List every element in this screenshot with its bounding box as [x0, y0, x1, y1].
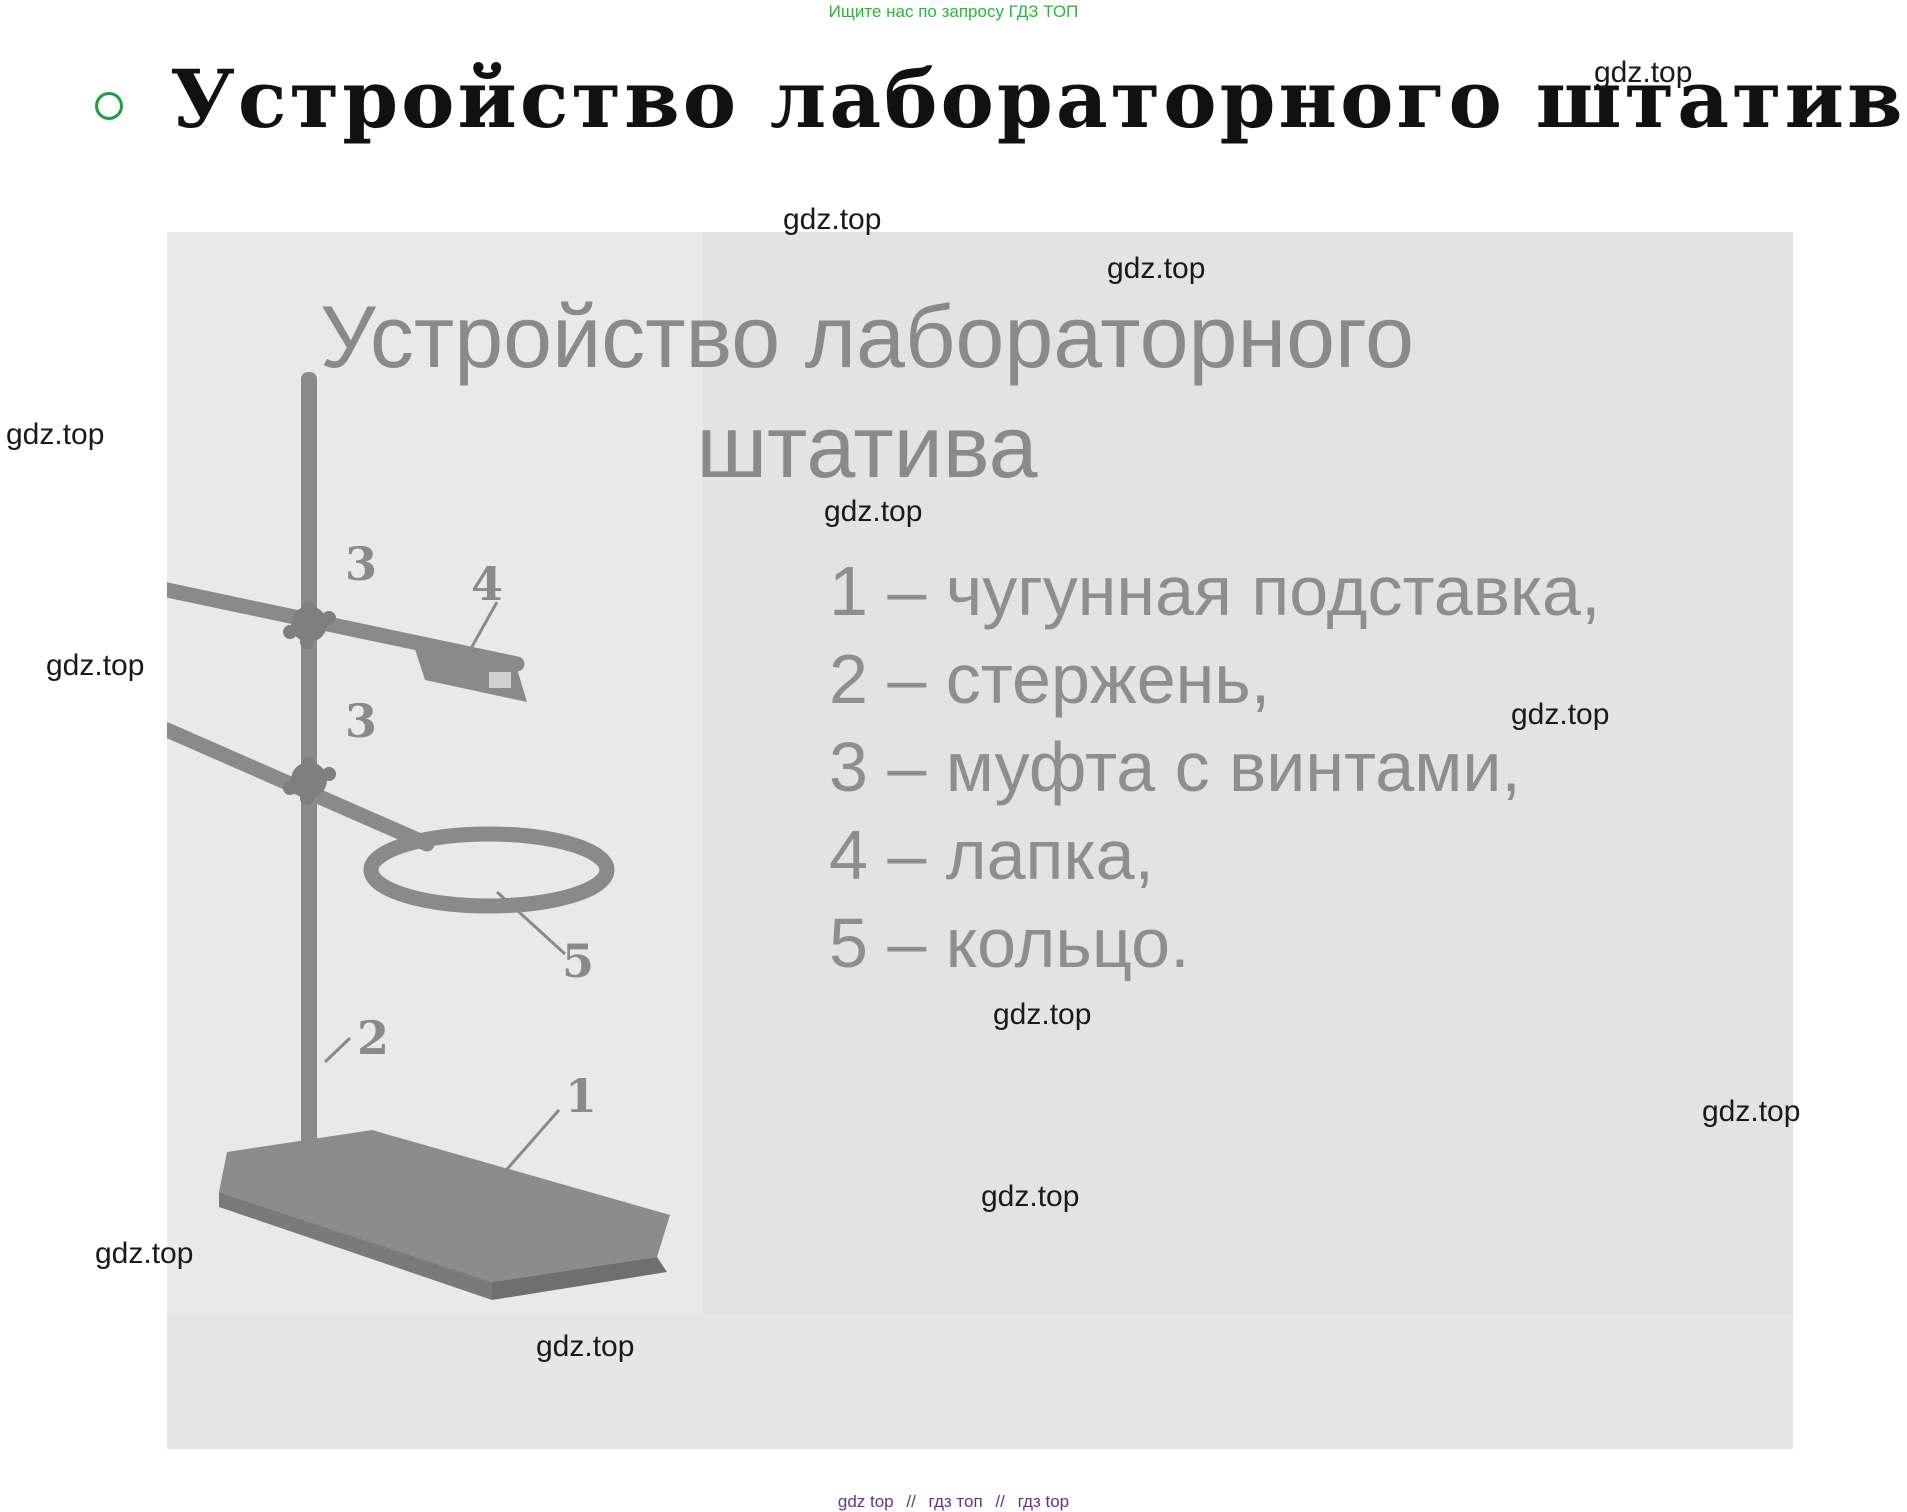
callout-leaders [323, 601, 567, 1193]
circle-bullet-icon [95, 92, 123, 120]
watermark: gdz.top [1702, 1095, 1801, 1128]
watermark: gdz.top [1511, 698, 1610, 731]
callout-5: 5 [562, 934, 594, 988]
callout-1: 1 [565, 1069, 597, 1123]
watermark: gdz.top [95, 1237, 194, 1270]
callout-2: 2 [357, 1011, 389, 1065]
legend-item-coupling: 3 – муфта с винтами, [829, 728, 1521, 806]
watermark: gdz.top [1594, 56, 1693, 89]
watermark: gdz.top [46, 649, 145, 682]
watermark: gdz.top [783, 203, 882, 236]
footer-separator: // [906, 1492, 916, 1511]
watermark: gdz.top [824, 495, 923, 528]
legend-item-ring: 5 – кольцо. [829, 904, 1190, 982]
support-ring [363, 826, 615, 914]
watermark: gdz.top [1107, 252, 1206, 285]
slide-title-line-1: Устройство лабораторного [319, 287, 1415, 386]
lower-coupling [283, 757, 336, 805]
footer-link[interactable]: gdz top [837, 1492, 894, 1511]
watermark: gdz.top [981, 1180, 1080, 1213]
footer-separator: // [995, 1492, 1005, 1511]
search-hint-banner: Ищите нас по запросу ГДЗ ТОП [828, 2, 1079, 21]
slide-bottom-band [167, 1314, 1793, 1449]
lab-stand-illustration: 3 4 3 5 2 1 [167, 372, 670, 1300]
legend-item-base: 1 – чугунная подставка, [829, 552, 1601, 630]
legend-item-clamp: 4 – лапка, [829, 816, 1154, 894]
parts-legend: 1 – чугунная подставка, 2 – стержень, 3 … [829, 547, 1600, 987]
callout-3-lower: 3 [345, 694, 377, 748]
stand-base [219, 1130, 670, 1300]
slide-title-line-2: штатива [696, 397, 1038, 496]
footer-link[interactable]: гдз top [1017, 1492, 1070, 1511]
callout-4: 4 [471, 557, 503, 611]
callout-3-upper: 3 [345, 537, 377, 591]
legend-item-rod: 2 – стержень, [829, 640, 1271, 718]
upper-coupling [283, 601, 336, 649]
lab-stand-slide: 3 4 3 5 2 1 Устройство лабораторного шта… [167, 232, 1793, 1449]
page-heading: Устройство лабораторного штатива. [170, 52, 1907, 146]
watermark: gdz.top [6, 418, 105, 451]
clamp-jaw [412, 640, 527, 702]
slide-title: Устройство лабораторного штатива [307, 282, 1427, 502]
watermark: gdz.top [536, 1330, 635, 1363]
watermark: gdz.top [993, 998, 1092, 1031]
footer-links: gdz top // гдз топ // гдз top [0, 1492, 1907, 1512]
footer-link[interactable]: гдз топ [928, 1492, 983, 1511]
